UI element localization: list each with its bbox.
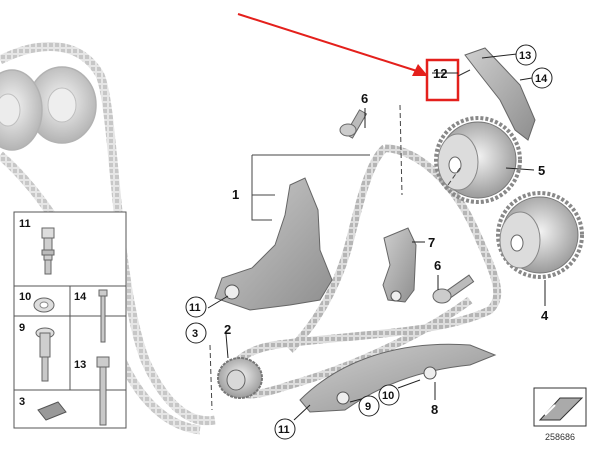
- callout-12: 12: [433, 66, 447, 81]
- legend-label-10: 10: [19, 291, 31, 303]
- bolt-lower: [432, 274, 475, 304]
- highlight-arrow: [237, 13, 421, 73]
- parts-legend: 11 10 14 9 13 3: [13, 211, 127, 429]
- highlight-arrow-head: [412, 64, 428, 76]
- legend-label-9: 9: [19, 322, 25, 334]
- tensioner-rail: [214, 177, 333, 311]
- callouts: 12 13 14 5 4 6 6 7 8 1 2 3 11 11 9 10: [185, 44, 553, 440]
- legend-stud: [41, 227, 55, 275]
- legend-label-3: 3: [19, 396, 25, 408]
- legend-label-14: 14: [74, 291, 87, 303]
- callout-11-lower: 11: [278, 424, 290, 436]
- legend-pin: [35, 327, 55, 382]
- diagram-id: 258686: [545, 432, 575, 442]
- crankshaft-sprocket: [217, 357, 263, 399]
- lower-guide-rail: [299, 343, 497, 413]
- callout-3: 3: [192, 328, 198, 340]
- upper-chain-guide: [457, 47, 536, 141]
- callout-10: 10: [382, 390, 394, 402]
- callout-8: 8: [431, 402, 438, 417]
- callout-9: 9: [365, 401, 371, 413]
- callout-6-upper: 6: [361, 91, 368, 106]
- callout-13: 13: [519, 50, 531, 62]
- legend-label-11: 11: [19, 218, 31, 230]
- chain-tensioner: [382, 227, 417, 303]
- callout-4: 4: [541, 308, 549, 323]
- timing-chain: [226, 144, 502, 399]
- highlight-box: [425, 58, 460, 102]
- legend-bolt-13: [96, 356, 110, 426]
- callout-7: 7: [428, 235, 435, 250]
- legend-key: [37, 401, 67, 421]
- callout-5: 5: [538, 163, 545, 178]
- assembly-lines: [209, 104, 461, 411]
- left-chain-assembly: [0, 42, 216, 435]
- legend-label-13: 13: [74, 359, 86, 371]
- camshaft-sprocket-upper: [434, 116, 522, 204]
- callout-6-lower: 6: [434, 258, 441, 273]
- callout-1: 1: [232, 187, 239, 202]
- bolt-upper: [339, 109, 368, 139]
- callout-11-upper: 11: [189, 302, 201, 314]
- legend-bolt-14: [98, 289, 108, 343]
- camshaft-sprocket-lower: [496, 191, 584, 279]
- callout-14: 14: [535, 73, 548, 85]
- callout-2: 2: [224, 322, 231, 337]
- corner-symbol-icon: [533, 387, 587, 427]
